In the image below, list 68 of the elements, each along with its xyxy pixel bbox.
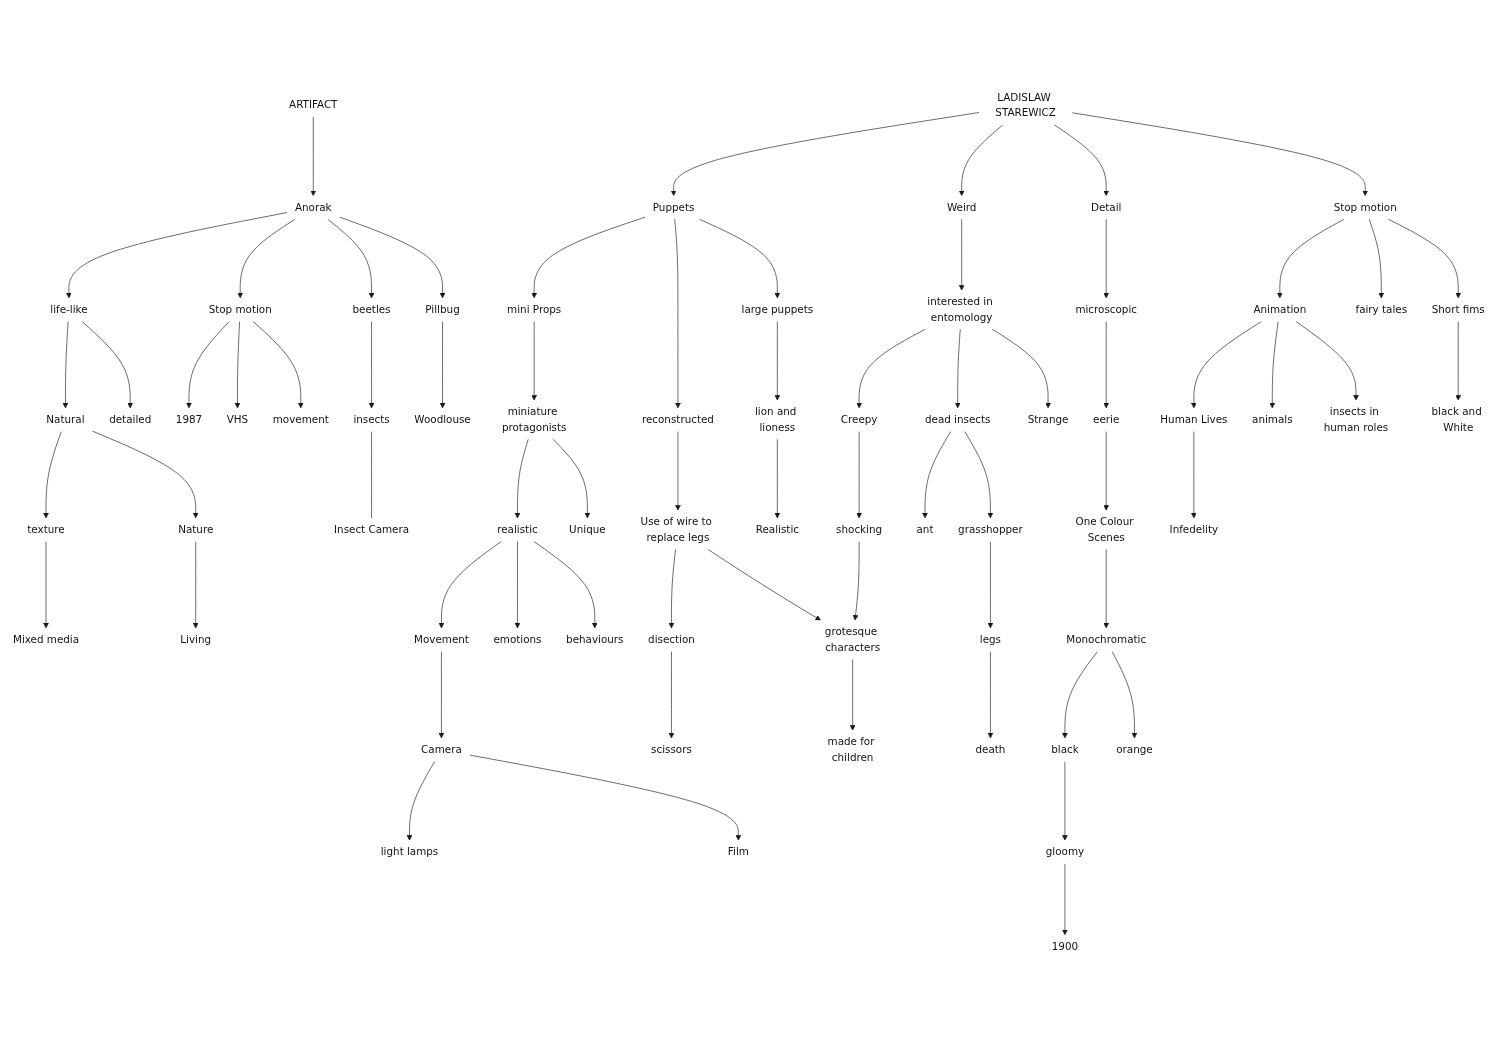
node-text: Stop motion: [208, 303, 272, 316]
node-text: Insect Camera: [334, 523, 410, 536]
node-text: Natural: [46, 413, 85, 426]
node-text: black: [1051, 743, 1079, 756]
node-text: Realistic: [755, 523, 799, 536]
node-text: fairy tales: [1355, 303, 1408, 316]
node-text: VHS: [226, 413, 249, 426]
node-text: realistic: [497, 523, 538, 536]
node-text: shocking: [836, 523, 883, 536]
node-text: 1987: [175, 413, 203, 426]
node-text: black and White: [1431, 405, 1482, 434]
node-text: insects: [353, 413, 390, 426]
node-text: Anorak: [294, 200, 332, 214]
node-text: ARTIFACT: [289, 98, 338, 112]
node-text: Pillbug: [425, 303, 460, 316]
node-text: Monochromatic: [1066, 633, 1147, 646]
node-text: Creepy: [840, 413, 878, 426]
node-text: One Colour Scenes: [1075, 515, 1134, 544]
node-text: Short fims: [1431, 303, 1485, 316]
node-text: interested in entomology: [927, 295, 993, 324]
node-text: Animation: [1253, 303, 1307, 316]
node-text: 1900: [1051, 940, 1079, 953]
node-text: detailed: [109, 413, 152, 426]
node-text: dead insects: [924, 413, 991, 426]
node-text: animals: [1252, 413, 1293, 426]
node-text: Woodlouse: [414, 413, 471, 426]
connector: [371, 431, 372, 519]
node-text: Mixed media: [12, 633, 80, 646]
node-text: Detail: [1090, 200, 1122, 214]
node-text: Puppets: [652, 200, 695, 214]
node-text: miniature protagonists: [501, 405, 567, 434]
node-text: ant: [916, 523, 934, 536]
node-text: Film: [727, 845, 749, 858]
node-text: gloomy: [1045, 845, 1085, 858]
node-text: Living: [180, 633, 212, 646]
node-text: Stop motion: [1333, 200, 1397, 214]
node-text: Weird: [946, 200, 977, 214]
node-text: emotions: [493, 633, 542, 646]
node-text: eerie: [1093, 413, 1120, 426]
node-text: Nature: [178, 523, 214, 536]
node-text: large puppets: [741, 303, 814, 316]
node-text: light lamps: [380, 845, 439, 858]
node-text: scissors: [651, 743, 692, 756]
node-text: Camera: [421, 743, 462, 756]
node-text: orange: [1116, 743, 1153, 756]
node-text: Movement: [414, 633, 469, 646]
node-text: LADISLAW STAREWICZ: [995, 90, 1056, 119]
node-text: reconstructed: [641, 413, 714, 426]
node-text: legs: [979, 633, 1002, 646]
node-text: death: [975, 743, 1006, 756]
node-text: disection: [648, 633, 695, 646]
node-text: Human Lives: [1160, 413, 1228, 426]
node-text: grotesque characters: [824, 625, 881, 654]
node-text: insects in human roles: [1323, 405, 1389, 434]
node-text: made for children: [827, 735, 875, 764]
node-text: grasshopper: [958, 523, 1023, 536]
node-text: Infedelity: [1169, 523, 1219, 536]
node-text: lion and lioness: [754, 405, 797, 434]
node-text: behaviours: [566, 633, 624, 646]
node-text: life-like: [50, 303, 88, 316]
node-text: microscopic: [1075, 303, 1137, 316]
node-text: mini Props: [507, 303, 562, 316]
node-text: movement: [272, 413, 329, 426]
node-text: beetles: [352, 303, 391, 316]
node-text: Strange: [1027, 413, 1069, 426]
node-text: Unique: [569, 523, 606, 536]
node-text: texture: [27, 523, 65, 536]
node-text: Use of wire to replace legs: [640, 515, 712, 544]
